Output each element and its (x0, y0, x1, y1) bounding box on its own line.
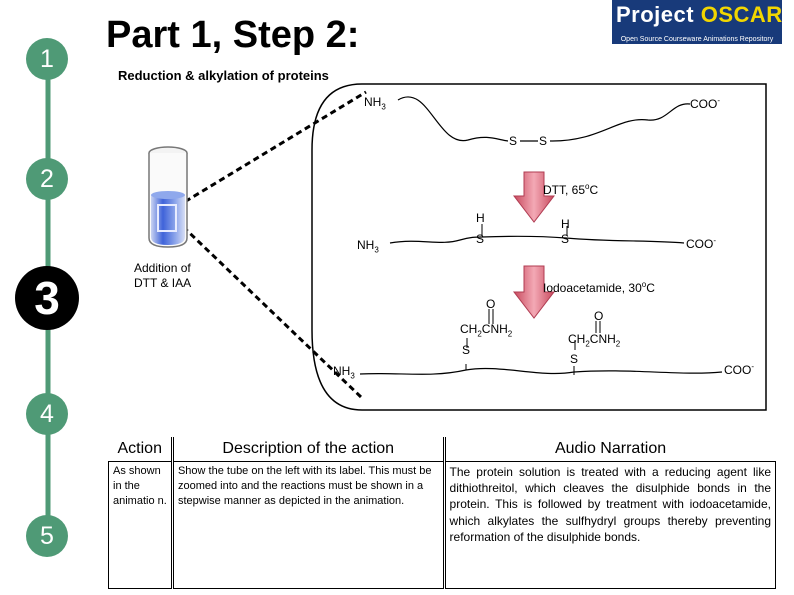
label-dtt-condition: DTT, 65oC (543, 182, 599, 197)
cell-description: Show the tube on the left with its label… (171, 461, 446, 589)
reaction-arrow-dtt (512, 171, 556, 223)
label-o-left-3: O (486, 297, 496, 311)
test-tube (148, 146, 188, 248)
label-h-right-2: H (561, 217, 570, 231)
label-s-left-2: S (476, 232, 485, 246)
step-5-circle[interactable]: 5 (26, 515, 68, 557)
label-iaa-condition: Iodoacetamide, 30oC (543, 280, 655, 295)
step-4-circle[interactable]: 4 (26, 393, 68, 435)
project-oscar-logo: Project OSCAR Open Source Courseware Ani… (612, 0, 782, 44)
step-3-circle[interactable]: 3 (15, 266, 79, 330)
zoom-frame (311, 83, 767, 411)
zoom-line-bottom (174, 218, 364, 400)
label-s-right-3: S (570, 352, 579, 366)
tube-label-line-2: DTT & IAA (134, 276, 192, 290)
zoom-line-top (167, 90, 367, 214)
cell-action: As shown in the animatio n. (108, 461, 174, 589)
label-ch2cnh2-right: CH2CNH2 (568, 332, 621, 349)
protein-backbone-2 (389, 236, 483, 244)
protein-backbone-1 (397, 96, 509, 142)
label-coo-3: COO- (724, 362, 755, 377)
header-audio: Audio Narration (554, 440, 667, 457)
label-coo-2: COO- (686, 236, 717, 251)
label-nh3-2: NH3 (357, 238, 379, 255)
protein-backbone-3 (359, 367, 723, 375)
label-o-right-3: O (594, 309, 604, 323)
logo-subtitle: Open Source Courseware Animations Reposi… (620, 36, 774, 43)
label-nh3-1: NH3 (364, 95, 386, 112)
reaction-arrow-iaa (512, 265, 556, 319)
cell-audio: The protein solution is treated with a r… (443, 461, 777, 589)
storyboard-table: Action Description of the action Audio N… (108, 437, 777, 589)
label-ch2cnh2-left: CH2CNH2 (460, 322, 513, 339)
page-subtitle: Reduction & alkylation of proteins (118, 68, 329, 83)
logo-accent-text: OSCAR (700, 2, 783, 27)
step-2-circle[interactable]: 2 (26, 158, 68, 200)
label-s-left-1: S (509, 134, 518, 148)
tube-label-line-1: Addition of (134, 261, 191, 275)
label-coo-1: COO- (690, 96, 721, 111)
header-description: Description of the action (172, 437, 446, 462)
logo-main-text: Project (616, 2, 695, 27)
step-1-circle[interactable]: 1 (26, 38, 68, 80)
label-s-right-2: S (561, 232, 570, 246)
label-s-right-1: S (539, 134, 548, 148)
label-h-left-2: H (476, 211, 485, 225)
label-s-left-3: S (462, 343, 471, 357)
header-action: Action (108, 437, 174, 462)
label-nh3-3: NH3 (333, 364, 355, 381)
page-title: Part 1, Step 2: (106, 14, 360, 56)
